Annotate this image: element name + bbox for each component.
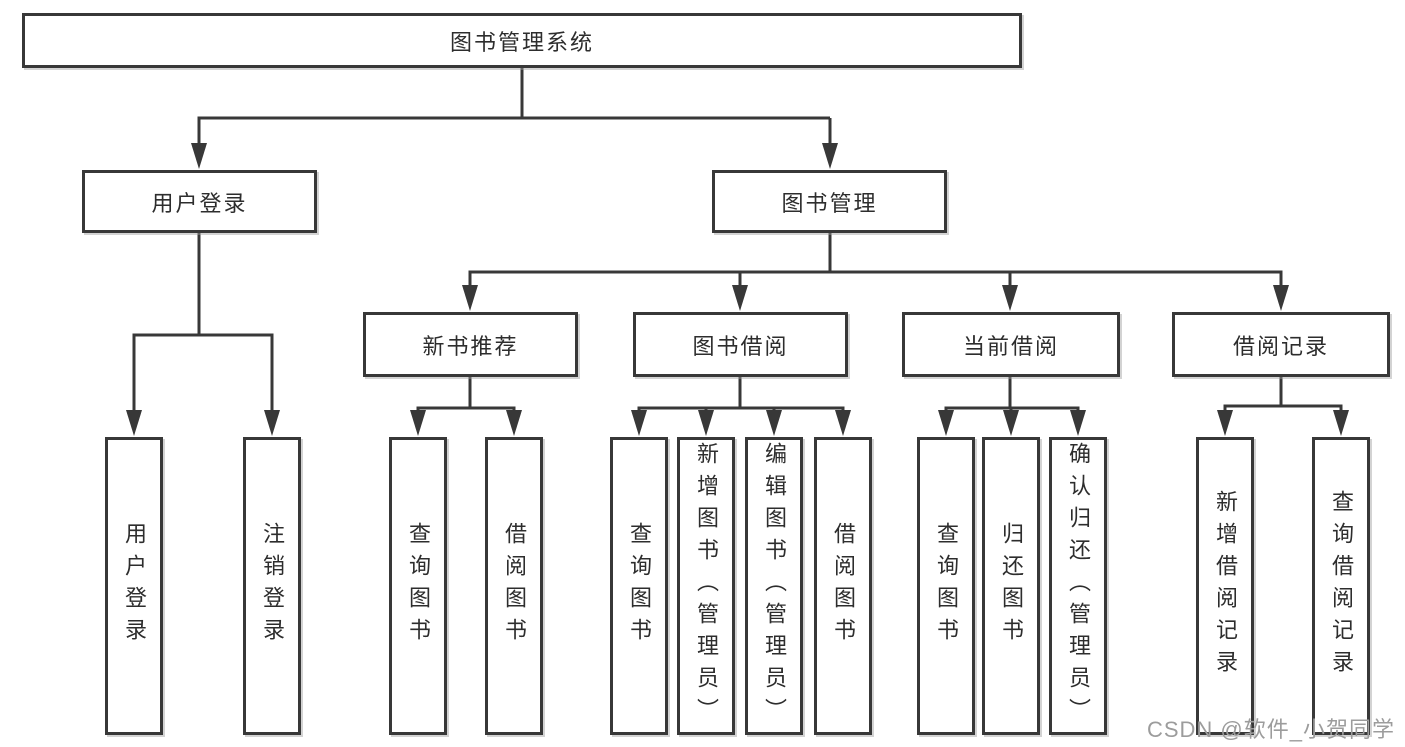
node-label: 借阅记录 — [1232, 333, 1329, 359]
leaf-borrow-books-recommend: 借阅图书 — [485, 437, 543, 735]
node-current-borrowing: 当前借阅 — [902, 312, 1120, 377]
csdn-watermark: CSDN @软件_小贺同学 — [1146, 717, 1395, 742]
leaf-return-books: 归还图书 — [982, 437, 1040, 735]
node-label: 注销登录 — [260, 522, 285, 650]
node-label: 新书推荐 — [422, 333, 519, 359]
leaf-add-books-admin: 新增图书（管理员） — [677, 437, 735, 735]
node-label: 新增借阅记录 — [1213, 490, 1238, 682]
tree-edges — [132, 68, 1343, 420]
node-label: 查询借阅记录 — [1329, 490, 1354, 682]
node-label: 用户登录 — [151, 190, 248, 216]
leaf-query-borrow-record: 查询借阅记录 — [1312, 437, 1370, 735]
node-book-management: 图书管理 — [712, 170, 947, 233]
leaf-query-books-recommend: 查询图书 — [389, 437, 447, 735]
node-label: 编辑图书（管理员） — [762, 442, 787, 730]
node-book-borrowing: 图书借阅 — [633, 312, 848, 377]
node-new-book-recommend: 新书推荐 — [363, 312, 578, 377]
node-label: 借阅图书 — [831, 522, 856, 650]
leaf-add-borrow-record: 新增借阅记录 — [1196, 437, 1254, 735]
node-label: 归还图书 — [999, 522, 1024, 650]
node-label: 查询图书 — [934, 522, 959, 650]
node-label: 新增图书（管理员） — [694, 442, 719, 730]
node-label: 用户登录 — [122, 522, 147, 650]
leaf-query-books-borrow: 查询图书 — [610, 437, 668, 735]
node-user-login: 用户登录 — [82, 170, 317, 233]
node-label: 图书借阅 — [692, 333, 789, 359]
node-label: 确认归还（管理员） — [1066, 442, 1091, 730]
node-label: 图书管理 — [781, 190, 878, 216]
leaf-logout: 注销登录 — [243, 437, 301, 735]
arrowhead-icons — [126, 143, 1349, 436]
leaf-user-login: 用户登录 — [105, 437, 163, 735]
node-label: 借阅图书 — [502, 522, 527, 650]
node-label: 查询图书 — [627, 522, 652, 650]
node-library-system: 图书管理系统 — [22, 13, 1022, 68]
leaf-edit-books-admin: 编辑图书（管理员） — [745, 437, 803, 735]
leaf-confirm-return-admin: 确认归还（管理员） — [1049, 437, 1107, 735]
node-borrowing-records: 借阅记录 — [1172, 312, 1390, 377]
node-label: 查询图书 — [406, 522, 431, 650]
node-label: 图书管理系统 — [449, 29, 594, 55]
leaf-borrow-books: 借阅图书 — [814, 437, 872, 735]
node-label: 当前借阅 — [962, 333, 1059, 359]
leaf-query-books-current: 查询图书 — [917, 437, 975, 735]
